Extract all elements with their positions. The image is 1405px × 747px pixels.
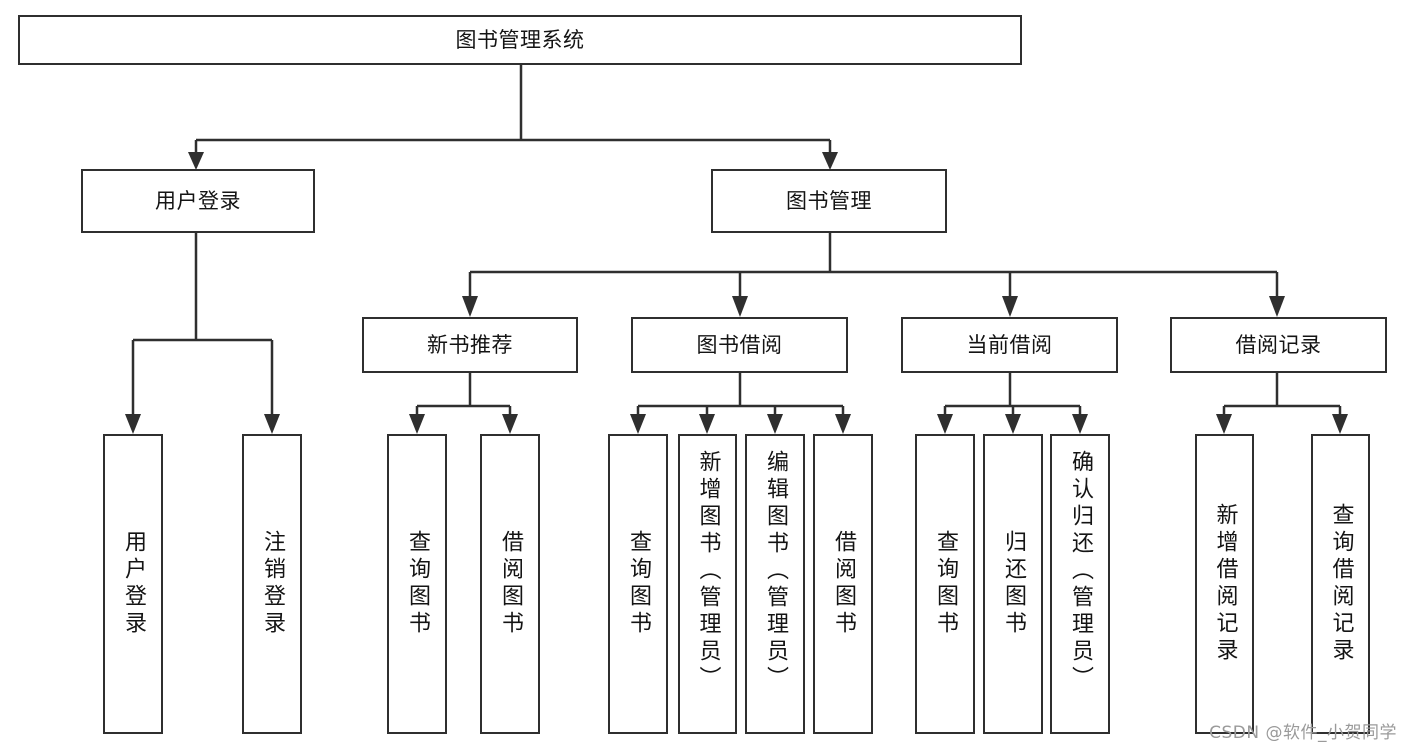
arrow-leaf-borrow-book-1 — [502, 414, 518, 434]
node-leaf-logout[interactable]: 注销登录 — [242, 434, 302, 734]
node-leaf-add-record[interactable]: 新增借阅记录 — [1195, 434, 1254, 734]
node-book-manage[interactable]: 图书管理 — [711, 169, 947, 233]
node-leaf-query-book-3-label: 查询图书 — [932, 530, 958, 638]
node-leaf-edit-book[interactable]: 编辑图书（管理员） — [745, 434, 805, 734]
arrow-to-user-login — [188, 152, 204, 170]
arrow-leaf-query-record — [1332, 414, 1348, 434]
arrow-leaf-query-book-1 — [409, 414, 425, 434]
node-leaf-borrow-book-1-label: 借阅图书 — [497, 530, 523, 638]
arrow-leaf-borrow-book-2 — [835, 414, 851, 434]
node-user-login-label: 用户登录 — [155, 188, 241, 213]
node-leaf-query-book-3[interactable]: 查询图书 — [915, 434, 975, 734]
node-book-manage-label: 图书管理 — [786, 188, 872, 213]
arrow-leaf-query-book-2 — [630, 414, 646, 434]
arrow-leaf-confirm-return — [1072, 414, 1088, 434]
node-leaf-add-record-label: 新增借阅记录 — [1212, 503, 1238, 665]
arrow-to-new-book-rec — [462, 296, 478, 317]
arrow-to-book-borrow — [732, 296, 748, 317]
node-current-borrow[interactable]: 当前借阅 — [901, 317, 1118, 373]
node-leaf-user-login-label: 用户登录 — [120, 530, 146, 638]
arrow-to-borrow-record — [1269, 296, 1285, 317]
node-leaf-query-book-1[interactable]: 查询图书 — [387, 434, 447, 734]
node-book-borrow-label: 图书借阅 — [696, 332, 783, 357]
node-root[interactable]: 图书管理系统 — [18, 15, 1022, 65]
node-leaf-query-book-2-label: 查询图书 — [625, 530, 651, 638]
node-leaf-return-book-label: 归还图书 — [1000, 530, 1026, 638]
node-leaf-return-book[interactable]: 归还图书 — [983, 434, 1043, 734]
arrow-to-book-manage — [822, 152, 838, 170]
node-new-book-rec-label: 新书推荐 — [427, 332, 513, 357]
node-root-label: 图书管理系统 — [455, 27, 585, 52]
node-leaf-query-book-2[interactable]: 查询图书 — [608, 434, 668, 734]
node-borrow-record[interactable]: 借阅记录 — [1170, 317, 1387, 373]
arrow-leaf-user-login — [125, 414, 141, 434]
node-leaf-confirm-return[interactable]: 确认归还（管理员） — [1050, 434, 1110, 734]
node-leaf-add-book-label: 新增图书（管理员） — [695, 450, 721, 693]
arrow-leaf-add-book — [699, 414, 715, 434]
node-leaf-edit-book-label: 编辑图书（管理员） — [762, 450, 788, 693]
arrow-leaf-return-book — [1005, 414, 1021, 434]
node-current-borrow-label: 当前借阅 — [966, 332, 1053, 357]
node-user-login[interactable]: 用户登录 — [81, 169, 315, 233]
csdn-watermark: CSDN @软件_小贺同学 — [1209, 723, 1397, 743]
node-leaf-confirm-return-label: 确认归还（管理员） — [1067, 450, 1093, 693]
node-leaf-query-record[interactable]: 查询借阅记录 — [1311, 434, 1370, 734]
node-leaf-query-book-1-label: 查询图书 — [404, 530, 430, 638]
arrow-leaf-query-book-3 — [937, 414, 953, 434]
node-new-book-rec[interactable]: 新书推荐 — [362, 317, 578, 373]
arrow-to-current-borrow — [1002, 296, 1018, 317]
node-leaf-logout-label: 注销登录 — [259, 530, 285, 638]
node-leaf-borrow-book-1[interactable]: 借阅图书 — [480, 434, 540, 734]
arrow-leaf-logout — [264, 414, 280, 434]
arrow-leaf-edit-book — [767, 414, 783, 434]
node-leaf-borrow-book-2[interactable]: 借阅图书 — [813, 434, 873, 734]
node-borrow-record-label: 借阅记录 — [1235, 332, 1322, 357]
node-leaf-query-record-label: 查询借阅记录 — [1328, 503, 1354, 665]
node-leaf-add-book[interactable]: 新增图书（管理员） — [678, 434, 737, 734]
node-book-borrow[interactable]: 图书借阅 — [631, 317, 848, 373]
arrow-leaf-add-record — [1216, 414, 1232, 434]
node-leaf-user-login[interactable]: 用户登录 — [103, 434, 163, 734]
node-leaf-borrow-book-2-label: 借阅图书 — [830, 530, 856, 638]
